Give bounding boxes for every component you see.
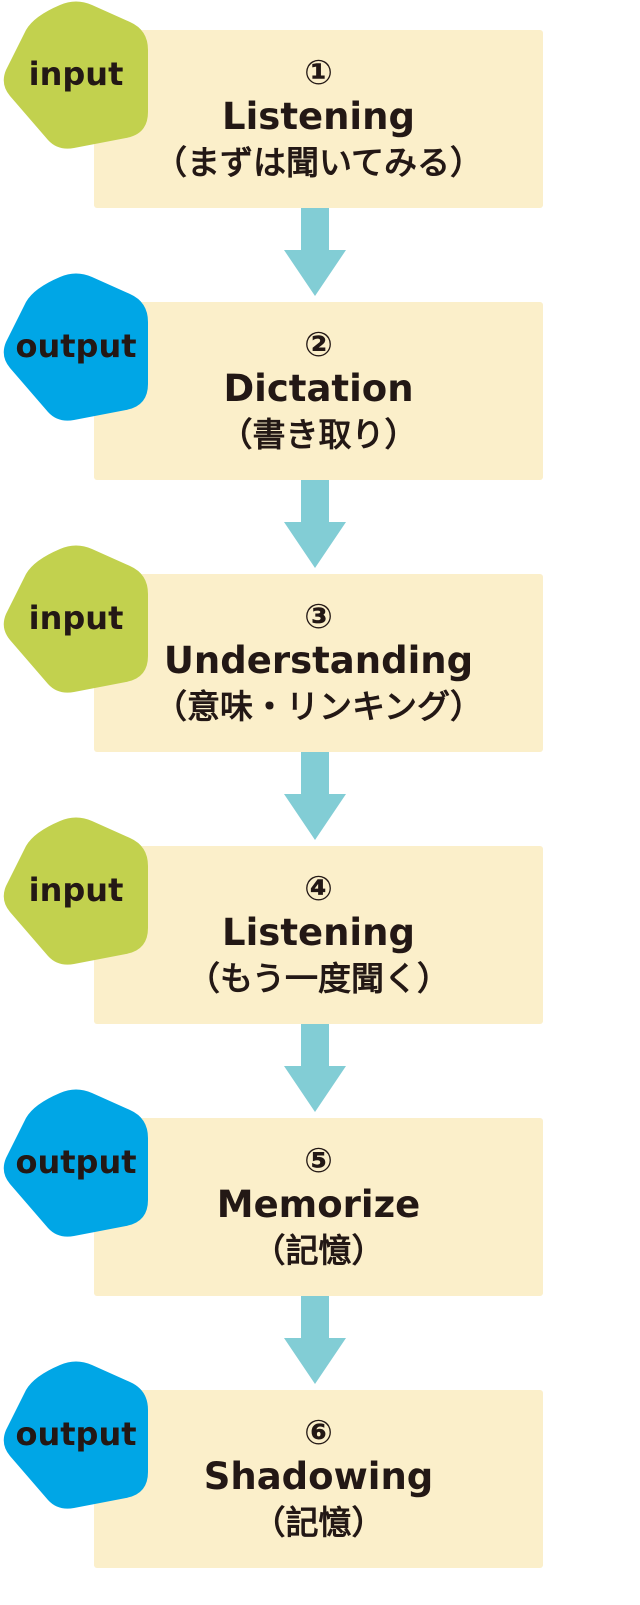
step-subtitle: （記憶）	[252, 1231, 385, 1270]
step-number: ⑤	[304, 1141, 333, 1181]
down-arrow-icon	[284, 752, 346, 840]
step-number: ②	[304, 325, 333, 365]
step-number: ⑥	[304, 1413, 333, 1453]
step-number: ③	[304, 597, 333, 637]
step-subtitle: （もう一度聞く）	[186, 959, 450, 998]
pentagon-shape-icon	[3, 1361, 148, 1509]
output-badge: output	[0, 272, 152, 424]
step-subtitle: （意味・リンキング）	[153, 687, 483, 726]
input-badge: input	[0, 816, 152, 968]
step-subtitle: （記憶）	[252, 1503, 385, 1542]
output-badge: output	[0, 1360, 152, 1512]
input-badge: input	[0, 544, 152, 696]
pentagon-shape-icon	[3, 545, 148, 693]
step-title: Dictation	[223, 367, 414, 410]
step-subtitle: （まずは聞いてみる）	[153, 143, 483, 182]
badge-label: output	[15, 327, 137, 365]
badge-label: output	[15, 1143, 137, 1181]
input-badge: input	[0, 0, 152, 152]
down-arrow-icon	[284, 1296, 346, 1384]
badge-label: input	[28, 55, 124, 93]
badge-label: output	[15, 1415, 137, 1453]
badge-label: input	[28, 599, 124, 637]
step-number: ①	[304, 53, 333, 93]
output-badge: output	[0, 1088, 152, 1240]
pentagon-shape-icon	[3, 1, 148, 149]
step-title: Shadowing	[203, 1455, 434, 1498]
badge-label: input	[28, 871, 124, 909]
step-number: ④	[304, 869, 333, 909]
down-arrow-icon	[284, 1024, 346, 1112]
step-title: Listening	[222, 95, 415, 138]
step-title: Understanding	[163, 639, 474, 682]
down-arrow-icon	[284, 208, 346, 296]
down-arrow-icon	[284, 480, 346, 568]
pentagon-shape-icon	[3, 1089, 148, 1237]
pentagon-shape-icon	[3, 273, 148, 421]
step-title: Listening	[222, 911, 415, 954]
pentagon-shape-icon	[3, 817, 148, 965]
step-subtitle: （書き取り）	[219, 415, 418, 454]
step-title: Memorize	[216, 1183, 421, 1226]
